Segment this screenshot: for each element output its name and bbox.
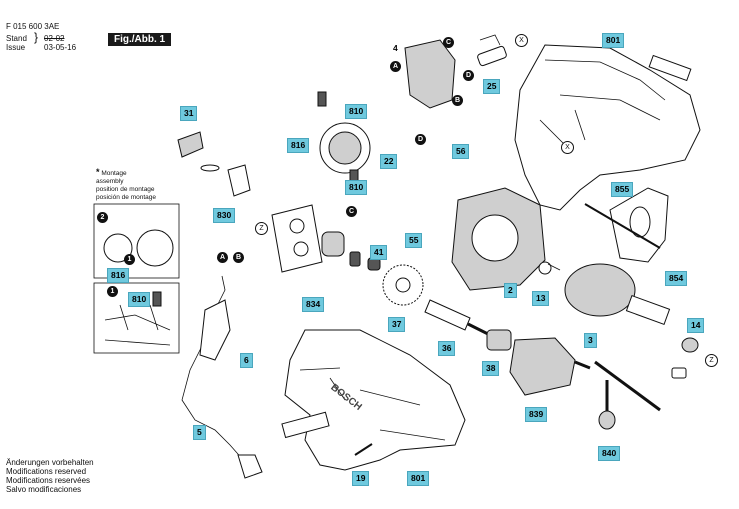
marker-a-switch: A: [390, 61, 401, 72]
callout-801-bottom: 801: [407, 471, 430, 486]
callout-22: 22: [380, 154, 398, 169]
issue-date: 03-05-16: [44, 43, 77, 52]
callout-31: 31: [180, 106, 198, 121]
clip: [227, 164, 251, 197]
brace: }: [34, 30, 39, 44]
note-line-fr: Modifications reservées: [6, 476, 91, 485]
marker-x-housing: X: [561, 141, 574, 154]
marker-z-bearing: Z: [705, 354, 718, 367]
callout-5: 5: [193, 425, 206, 440]
callout-840: 840: [598, 446, 621, 461]
washer: [200, 164, 220, 172]
note-line-es: Salvo modificaciones: [6, 485, 82, 494]
struck-date: 02-02: [44, 34, 65, 43]
callout-834: 834: [302, 297, 325, 312]
marker-a-cable: A: [217, 252, 228, 263]
callout-13: 13: [532, 291, 550, 306]
callout-56: 56: [452, 144, 470, 159]
marker-b-cable: B: [233, 252, 244, 263]
marker-2-detail: 2: [97, 212, 108, 223]
callout-816-detail: 816: [107, 268, 130, 283]
marker-b-switch: B: [452, 95, 463, 106]
issue-label: Issue: [6, 43, 26, 52]
baffle-plate: [271, 204, 323, 273]
callout-3: 3: [584, 333, 597, 348]
marker-d-screw: D: [415, 134, 426, 145]
marker-x-top: X: [515, 34, 528, 47]
spindle: [424, 299, 471, 331]
marker-c-top: C: [443, 37, 454, 48]
callout-41: 41: [370, 245, 388, 260]
callout-854: 854: [665, 271, 688, 286]
figure-badge: Fig./Abb. 1: [108, 33, 172, 46]
bearing-41: [321, 231, 345, 257]
marker-1-detail-lower: 1: [107, 286, 118, 297]
montage-note: * Montage assembly position de montage p…: [96, 167, 156, 202]
callout-810-bottom: 810: [345, 180, 368, 195]
callout-55: 55: [405, 233, 423, 248]
callout-810-top: 810: [345, 104, 368, 119]
marker-z-plate: Z: [255, 222, 268, 235]
marker-1-detail: 1: [124, 254, 135, 265]
callout-830: 830: [213, 208, 236, 223]
montage-line-2: assembly: [96, 178, 124, 185]
callout-38: 38: [482, 361, 500, 376]
key-handle: [594, 360, 661, 412]
callout-25: 25: [483, 79, 501, 94]
plug: [237, 454, 263, 479]
detail-box-1: [93, 203, 180, 279]
callout-801-top: 801: [602, 33, 625, 48]
detail-box-2: [93, 282, 180, 354]
callout-37: 37: [388, 317, 406, 332]
bearing-14: [681, 337, 699, 353]
montage-line-4: posición de montage: [96, 194, 156, 201]
part-38: [486, 329, 512, 351]
part-25: [477, 45, 507, 67]
callout-6: 6: [240, 353, 253, 368]
switch: [404, 39, 456, 109]
callout-2: 2: [504, 283, 517, 298]
modification-note: Änderungen vorbehalten Modifications res…: [6, 458, 94, 494]
montage-line-1: Montage: [101, 170, 127, 177]
chuck: [509, 337, 576, 396]
callout-816-holder: 816: [287, 138, 310, 153]
marker-c-brush: C: [346, 206, 357, 217]
note-line-en: Modifications reserved: [6, 467, 87, 476]
callout-14: 14: [687, 318, 705, 333]
armature: [564, 263, 636, 317]
label-plate: [648, 54, 692, 82]
doc-number: F 015 600 3AE: [6, 22, 60, 31]
marker-d-switch: D: [463, 70, 474, 81]
callout-4: 4: [393, 43, 398, 53]
brush-top: [317, 91, 327, 107]
montage-line-3: position de montage: [96, 186, 155, 193]
callout-855: 855: [611, 182, 634, 197]
callout-36: 36: [438, 341, 456, 356]
note-line-de: Änderungen vorbehalten: [6, 458, 94, 467]
callout-810-detail: 810: [128, 292, 151, 307]
housing-half-top: [514, 44, 701, 211]
cap: [177, 131, 204, 158]
callout-839: 839: [525, 407, 548, 422]
stand-label: Stand: [6, 34, 27, 43]
strain-relief: [199, 299, 231, 361]
callout-19: 19: [352, 471, 370, 486]
